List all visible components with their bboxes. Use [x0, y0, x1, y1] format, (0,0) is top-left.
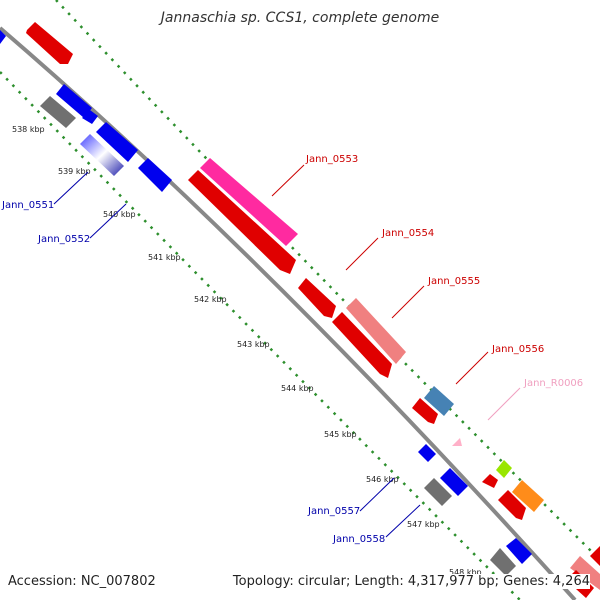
leader-jann-0558 — [385, 504, 421, 538]
leader-jann-0556 — [455, 351, 489, 385]
gene-arrow — [418, 444, 436, 462]
accession-label: Accession: NC_007802 — [8, 574, 156, 589]
gene-label-jann-0558: Jann_0558 — [332, 534, 385, 545]
gene-arrow-jann-0555b — [332, 312, 392, 378]
outer-dotted-ring — [55, 0, 600, 561]
gene-arrow-jann-0552 — [80, 134, 124, 176]
map-title: Jannaschia sp. CCS1, complete genome — [160, 10, 440, 26]
gene-arrow — [506, 538, 532, 564]
kbp-tick-label: 543 kbp — [237, 340, 270, 349]
leader-jann-0552 — [89, 203, 127, 239]
genome-summary: Topology: circular; Length: 4,317,977 bp… — [232, 574, 590, 589]
gene-arrow — [496, 460, 512, 478]
gene-arrow — [26, 22, 73, 64]
kbp-tick-label: 544 kbp — [281, 384, 314, 393]
inner-dotted-ring — [0, 71, 521, 600]
gene-arrow — [82, 110, 98, 124]
reverse-strand-genes — [0, 30, 532, 576]
gene-arrow — [570, 556, 600, 590]
gene-arrow-jann-0553-inner — [188, 170, 296, 274]
gene-arrow — [40, 96, 76, 128]
kbp-tick-label: 540 kbp — [103, 210, 136, 219]
kbp-tick-labels: 538 kbp 539 kbp 540 kbp 541 kbp 542 kbp … — [12, 125, 482, 577]
gene-arrow — [412, 398, 438, 424]
gene-label-jann-0554: Jann_0554 — [381, 228, 434, 239]
leader-jann-0553 — [271, 164, 305, 197]
kbp-tick-label: 541 kbp — [148, 253, 181, 262]
gene-arrow-jann-0557 — [440, 468, 468, 496]
kbp-tick-label: 542 kbp — [194, 295, 227, 304]
gene-arrow — [498, 490, 526, 520]
gene-arrow — [56, 84, 92, 118]
leader-jann-0554 — [345, 237, 379, 271]
gene-label-jann-0556: Jann_0556 — [491, 344, 544, 355]
gene-arrow — [512, 480, 544, 512]
gene-arrow-jann-r0006 — [452, 438, 462, 446]
leader-jann-0551 — [53, 171, 89, 205]
kbp-tick-label: 547 kbp — [407, 520, 440, 529]
gene-arrow — [490, 548, 516, 576]
gene-labels: Jann_0551 Jann_0552 Jann_0553 Jann_0554 … — [1, 154, 583, 545]
gene-label-jann-0551: Jann_0551 — [1, 200, 54, 211]
gene-arrow-jann-0556 — [424, 386, 454, 416]
leader-jann-r0006 — [487, 387, 521, 421]
kbp-tick-label: 539 kbp — [58, 167, 91, 176]
gene-arrow — [0, 30, 6, 44]
kbp-tick-label: 546 kbp — [366, 475, 399, 484]
gene-arrow — [590, 546, 600, 566]
gene-label-jann-0553: Jann_0553 — [305, 154, 358, 165]
gene-arrow-jann-0558 — [424, 478, 452, 506]
gene-label-jann-0557: Jann_0557 — [307, 506, 360, 517]
gene-label-jann-r0006: Jann_R0006 — [523, 378, 583, 389]
gene-arrow-jann-0554 — [298, 278, 336, 318]
gene-arrow — [482, 474, 498, 488]
label-leader-lines — [53, 164, 521, 538]
gene-arrow — [138, 158, 172, 192]
kbp-tick-label: 548 kbp — [449, 568, 482, 577]
gene-arrow-jann-0553 — [200, 158, 298, 246]
kbp-tick-label: 545 kbp — [324, 430, 357, 439]
gene-arrow-jann-0555 — [346, 298, 406, 364]
leader-jann-0555 — [391, 285, 425, 319]
gene-label-jann-0552: Jann_0552 — [37, 234, 90, 245]
kbp-tick-label: 538 kbp — [12, 125, 45, 134]
leader-jann-0557 — [359, 477, 395, 512]
gene-label-jann-0555: Jann_0555 — [427, 276, 480, 287]
gene-arrow-jann-0551 — [96, 122, 138, 162]
